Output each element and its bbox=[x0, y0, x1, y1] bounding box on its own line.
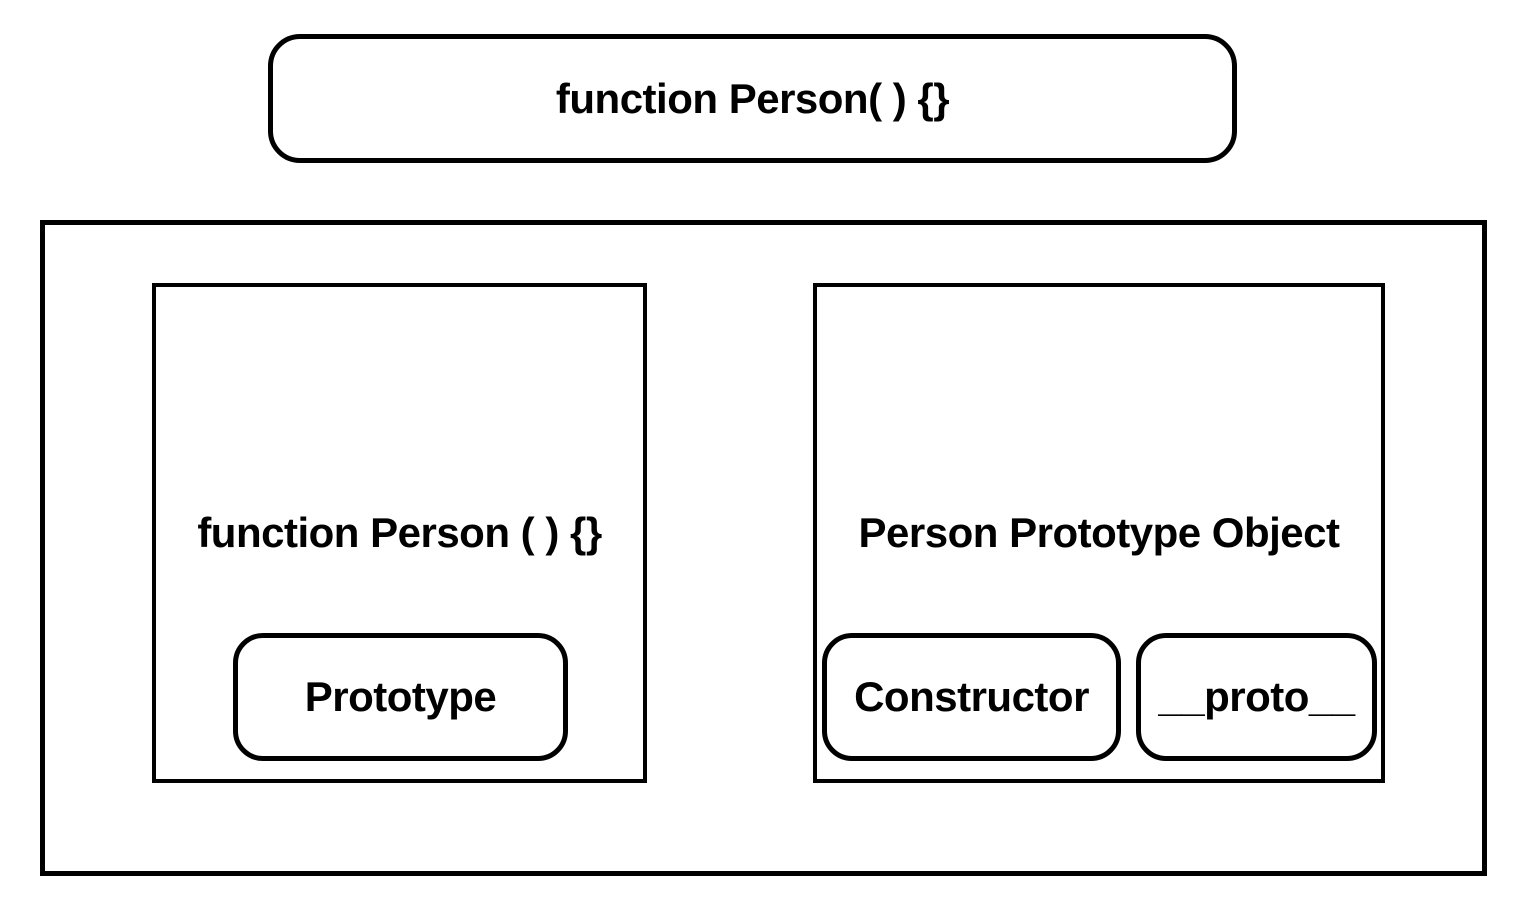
person-prototype-object-label: Person Prototype Object bbox=[858, 509, 1340, 556]
function-person-declaration-label: function Person( ) {} bbox=[555, 74, 950, 122]
prototype-chip: Prototype bbox=[233, 633, 568, 761]
function-person-box: function Person ( ) {} Prototype bbox=[152, 283, 647, 783]
relationship-container-box bbox=[40, 220, 1487, 876]
prototype-chip-label: Prototype bbox=[304, 673, 497, 720]
function-person-box-label: function Person ( ) {} bbox=[197, 509, 602, 556]
proto-chip: __proto__ bbox=[1136, 633, 1377, 761]
function-person-declaration-box: function Person( ) {} bbox=[268, 34, 1237, 163]
person-prototype-object-box: Person Prototype Object Constructor __pr… bbox=[813, 283, 1385, 783]
proto-chip-label: __proto__ bbox=[1158, 673, 1355, 720]
constructor-chip-label: Constructor bbox=[854, 673, 1089, 720]
constructor-chip: Constructor bbox=[822, 633, 1121, 761]
